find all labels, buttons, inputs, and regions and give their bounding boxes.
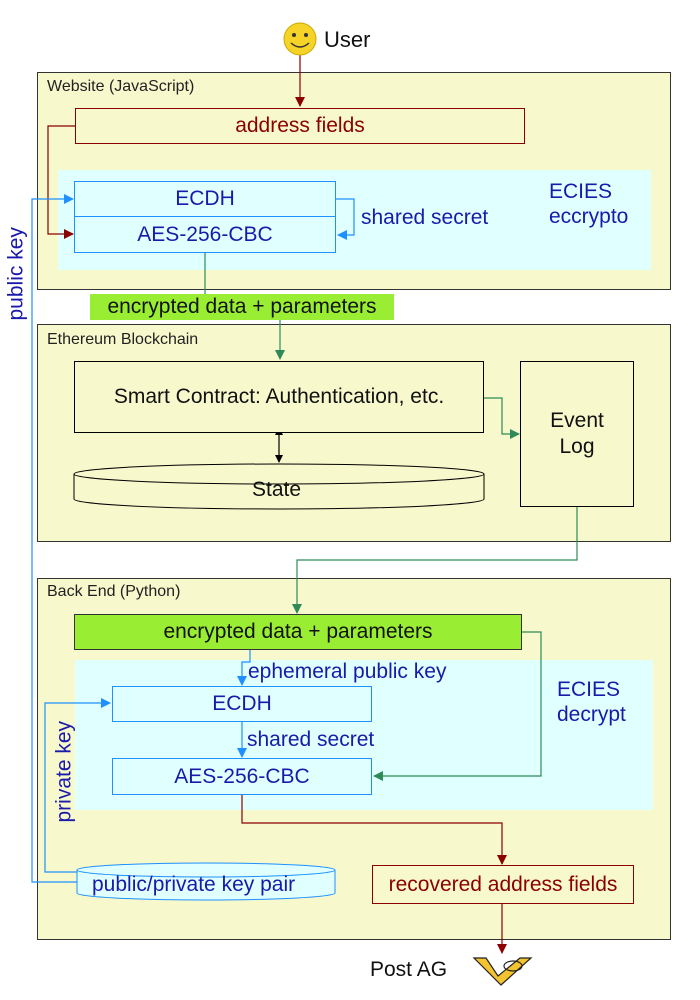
ethereum-title: Ethereum Blockchain <box>47 331 199 348</box>
private-key-label: private key <box>52 720 76 823</box>
arrow-public-key-to-ecdh <box>31 194 77 883</box>
aes-box-website: AES-256-CBC <box>74 216 336 253</box>
ecdh-label-website: ECDH <box>175 187 235 210</box>
shared-secret-label-website: shared secret <box>361 206 489 229</box>
encrypted-data-label-top: encrypted data + parameters <box>90 294 394 320</box>
encrypted-data-label-backend: encrypted data + parameters <box>163 620 433 643</box>
shared-secret-label-backend: shared secret <box>247 728 375 751</box>
arrow-address-to-aes <box>47 125 75 239</box>
recovered-address-fields-label: recovered address fields <box>388 872 618 896</box>
address-fields-box: address fields <box>75 108 525 144</box>
post-ag-label: Post AG <box>370 958 448 981</box>
public-key-label: public key <box>4 227 28 321</box>
arrow-ephemeral-key <box>237 650 251 686</box>
website-title: Website (JavaScript) <box>47 78 195 95</box>
address-fields-label: address fields <box>235 114 365 137</box>
recovered-address-fields-box: recovered address fields <box>372 865 634 904</box>
arrow-contract-to-event-log <box>484 397 520 439</box>
aes-label-backend: AES-256-CBC <box>174 764 310 788</box>
smart-contract-label: Smart Contract: Authentication, etc. <box>113 385 445 408</box>
state-label: State <box>252 478 302 501</box>
ecies-label-backend: ECIES <box>557 678 621 701</box>
ecdh-label-backend: ECDH <box>212 692 272 715</box>
event-log-line2: Log <box>559 435 595 458</box>
arrow-private-key-to-ecdh <box>44 698 111 873</box>
encrypted-data-text-top: encrypted data + parameters <box>107 295 377 318</box>
key-pair-label: public/private key pair <box>92 873 296 896</box>
aes-label-website: AES-256-CBC <box>137 222 273 246</box>
aes-box-backend: AES-256-CBC <box>112 758 372 795</box>
event-log-box: Event Log <box>520 361 634 507</box>
arrow-shared-secret-website <box>336 198 355 240</box>
arrow-encrypted-to-aes-backend <box>373 631 542 781</box>
backend-title: Back End (Python) <box>47 583 181 600</box>
arrow-event-log-to-backend <box>292 507 578 614</box>
ecdh-box-website: ECDH <box>74 181 336 217</box>
ephemeral-public-key-label: ephemeral public key <box>248 660 447 683</box>
key-pair-cylinder <box>76 862 336 901</box>
eccrypto-label: eccrypto <box>549 205 629 228</box>
decrypt-label: decrypt <box>557 703 626 726</box>
event-log-line1: Event <box>550 409 604 432</box>
arrow-aes-to-recovered <box>241 795 507 865</box>
ecies-label-website: ECIES <box>549 180 613 203</box>
ecdh-box-backend: ECDH <box>112 686 372 722</box>
user-label: User <box>324 27 371 52</box>
state-cylinder <box>73 463 485 510</box>
encrypted-data-box-backend: encrypted data + parameters <box>74 614 522 650</box>
smart-contract-box: Smart Contract: Authentication, etc. <box>74 361 484 433</box>
